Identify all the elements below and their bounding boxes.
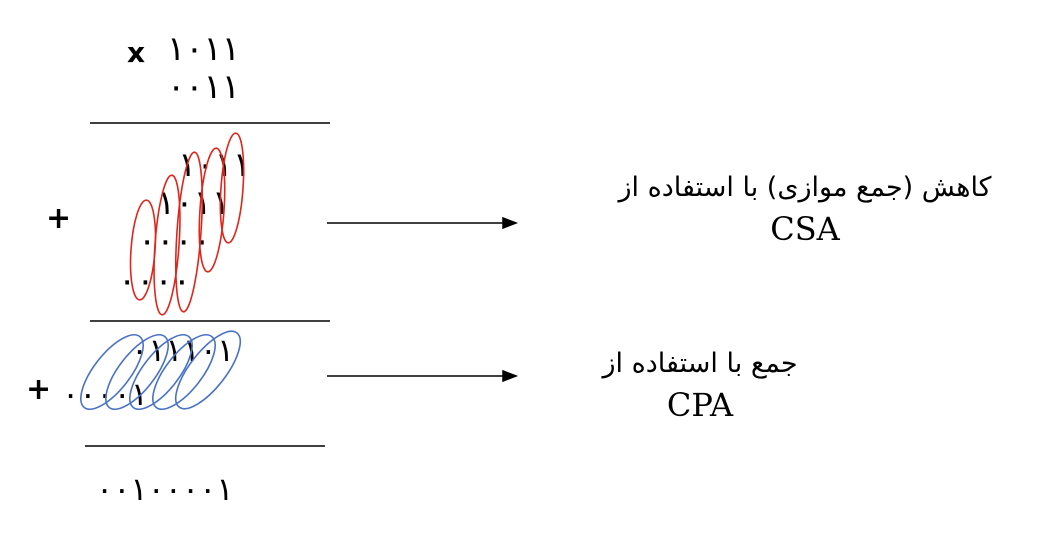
final-result: ۰۰۱۰۰۰۰۱ [96, 470, 234, 508]
csa-annotation: کاهش (جمع موازی) با استفاده از CSA [560, 168, 1050, 250]
cpa-ellipses [80, 330, 242, 410]
multiplicand: ۱۰۱۱ [167, 29, 240, 69]
cpa-ellipse [80, 334, 144, 410]
cpa-ellipse [152, 334, 216, 410]
cpa-annotation-text: جمع با استفاده از [602, 348, 798, 379]
csa-ellipse [153, 174, 181, 316]
cpa-annotation: جمع با استفاده از CPA [540, 344, 860, 426]
csa-ellipse [174, 151, 204, 313]
partial-product-1: ۱۰۱۱ [178, 145, 251, 185]
cpa-ellipse [174, 330, 242, 410]
multiply-sign: x [127, 36, 145, 69]
csa-label: CSA [770, 210, 840, 248]
cpa-label: CPA [666, 386, 734, 424]
cpa-ellipse [105, 334, 169, 410]
csa-ellipse [219, 132, 245, 244]
plus-sign-partial: + [46, 201, 71, 236]
csa-ellipses [129, 132, 245, 316]
partial-product-3: ۰۰۰۰ [138, 221, 211, 261]
arrow-cpa-head [502, 369, 519, 383]
plus-sign-reduced: + [26, 372, 51, 407]
partial-product-4: ۰۰۰۰ [118, 261, 191, 301]
cpa-ellipse [129, 334, 193, 410]
csa-ellipse [198, 147, 226, 273]
arrow-csa-head [502, 216, 519, 230]
partial-product-2: ۱۰۱۱ [157, 183, 230, 223]
multiplier: ۰۰۱۱ [167, 67, 240, 107]
csa-annotation-text: کاهش (جمع موازی) با استفاده از [618, 172, 992, 203]
